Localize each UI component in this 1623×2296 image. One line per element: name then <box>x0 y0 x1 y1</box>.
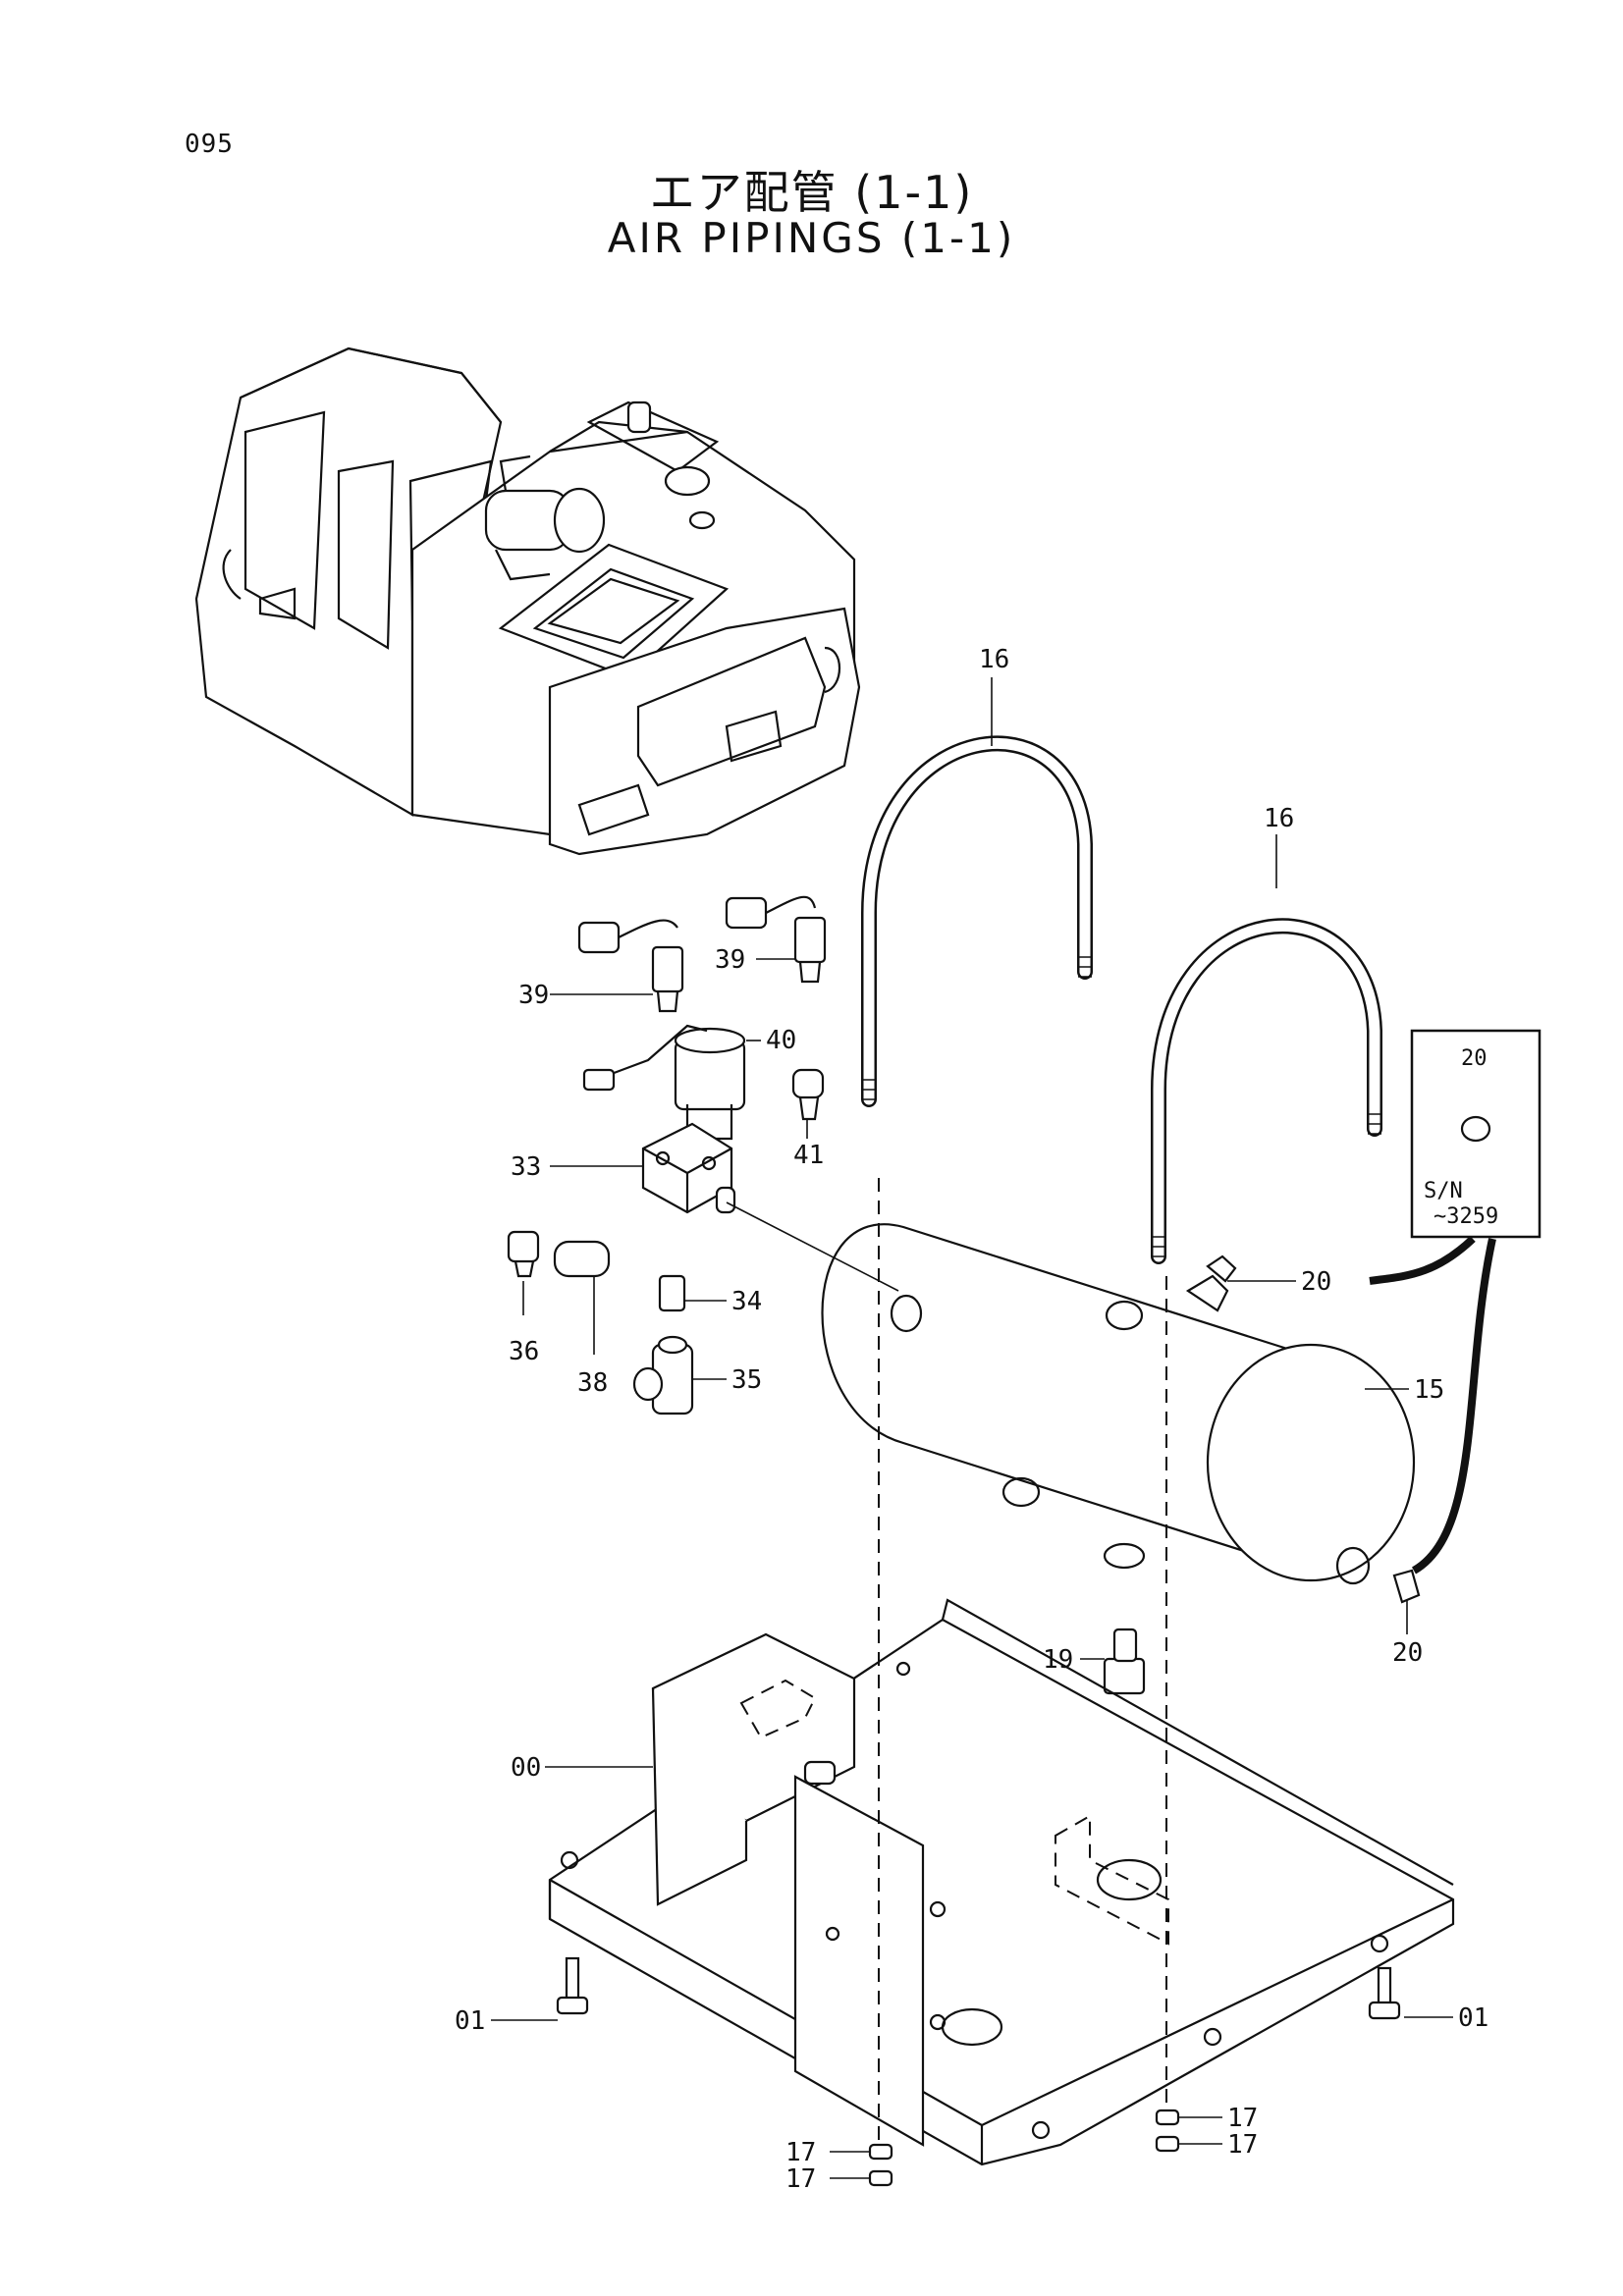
callout-39-left: 39 <box>518 981 549 1010</box>
bracket-00 <box>651 1632 947 2147</box>
pressure-sensor-38 <box>553 1240 611 1278</box>
serial-note-part-number: 20 <box>1461 1046 1488 1071</box>
serial-note-sn-label: S/N <box>1424 1179 1463 1203</box>
plug-20-bottom <box>1392 1569 1421 1604</box>
page-number: 095 <box>185 130 234 159</box>
air-hose-16-right <box>1151 918 1382 1264</box>
serial-note-sn-range: ~3259 <box>1434 1204 1498 1229</box>
leader-lines <box>491 677 1453 2179</box>
plug-20-top <box>1206 1255 1237 1283</box>
drain-valve-19 <box>1103 1542 1146 1695</box>
callout-17-left-lower: 17 <box>785 2164 816 2194</box>
callout-01-right: 01 <box>1458 2003 1488 2033</box>
air-tank-15 <box>821 1223 1416 1585</box>
callout-19: 19 <box>1043 1645 1073 1675</box>
valve-block-33 <box>641 1122 736 1214</box>
nut-17-right-upper <box>1155 2109 1180 2126</box>
pressure-switch-39-right <box>725 895 827 984</box>
pressure-switch-39-left <box>577 919 684 1013</box>
excavator-overview-illustration <box>194 347 861 856</box>
callout-20-bottom: 20 <box>1392 1638 1423 1668</box>
elbow-fitting-41 <box>791 1068 825 1121</box>
serial-note-box: 20 S/N ~3259 <box>1369 1029 1542 1575</box>
callout-34: 34 <box>731 1287 762 1316</box>
callout-16-right: 16 <box>1264 804 1294 833</box>
nut-17-left-upper <box>868 2143 893 2161</box>
callout-15: 15 <box>1414 1375 1444 1405</box>
callout-38: 38 <box>577 1368 608 1398</box>
callout-17-left-upper: 17 <box>785 2138 816 2167</box>
callout-20-top: 20 <box>1301 1267 1331 1297</box>
callout-40: 40 <box>766 1026 796 1055</box>
title-japanese: エア配管 (1-1) <box>649 166 974 219</box>
callout-36: 36 <box>509 1337 539 1366</box>
connector-34 <box>658 1274 686 1312</box>
callout-00: 00 <box>511 1753 541 1783</box>
nut-17-right-lower <box>1155 2135 1180 2153</box>
callout-41: 41 <box>793 1141 824 1170</box>
callout-17-right-upper: 17 <box>1227 2104 1258 2133</box>
title-english: AIR PIPINGS (1-1) <box>607 214 1016 262</box>
nut-17-left-lower <box>868 2169 893 2187</box>
bolt-01-right <box>1368 1966 1401 2020</box>
fitting-36 <box>507 1230 540 1278</box>
callout-33: 33 <box>511 1152 541 1182</box>
centerline-valve <box>726 1201 899 1292</box>
callout-01-left: 01 <box>455 2006 485 2036</box>
air-hose-16-left <box>861 735 1093 1107</box>
bolt-01-left <box>556 1956 589 2015</box>
callout-labels: 16 16 39 39 40 33 41 36 38 34 35 20 20 1… <box>455 645 1488 2194</box>
callout-39-right: 39 <box>715 945 745 975</box>
callout-35: 35 <box>731 1365 762 1395</box>
callout-16-left: 16 <box>979 645 1009 674</box>
callout-17-right-lower: 17 <box>1227 2130 1258 2160</box>
tee-fitting-35 <box>632 1335 694 1415</box>
solenoid-valve-40 <box>582 1024 746 1141</box>
